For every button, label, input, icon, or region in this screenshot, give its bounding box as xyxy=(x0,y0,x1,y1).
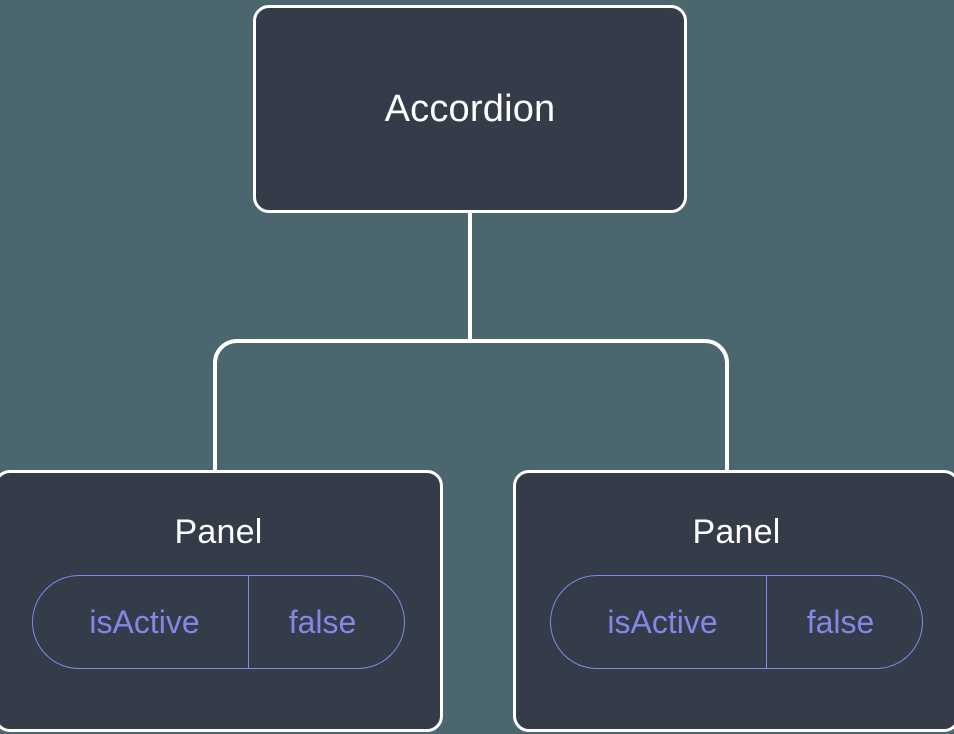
node-accordion-label: Accordion xyxy=(384,88,556,130)
prop-value-right: false xyxy=(766,576,922,668)
connector-bus-left xyxy=(213,339,470,474)
node-accordion[interactable]: Accordion xyxy=(253,5,687,213)
prop-key-left: isActive xyxy=(89,604,200,640)
prop-badge-isactive-right[interactable]: isActive false xyxy=(550,575,923,669)
node-panel-left[interactable]: Panel isActive false xyxy=(0,470,443,732)
node-panel-left-label: Panel xyxy=(174,513,263,551)
connector-bus-right xyxy=(470,339,729,474)
prop-value-left: false xyxy=(248,576,404,668)
prop-key-right: isActive xyxy=(607,604,718,640)
node-panel-right[interactable]: Panel isActive false xyxy=(513,470,954,732)
prop-badge-isactive-left[interactable]: isActive false xyxy=(32,575,405,669)
node-panel-right-label: Panel xyxy=(692,513,781,551)
